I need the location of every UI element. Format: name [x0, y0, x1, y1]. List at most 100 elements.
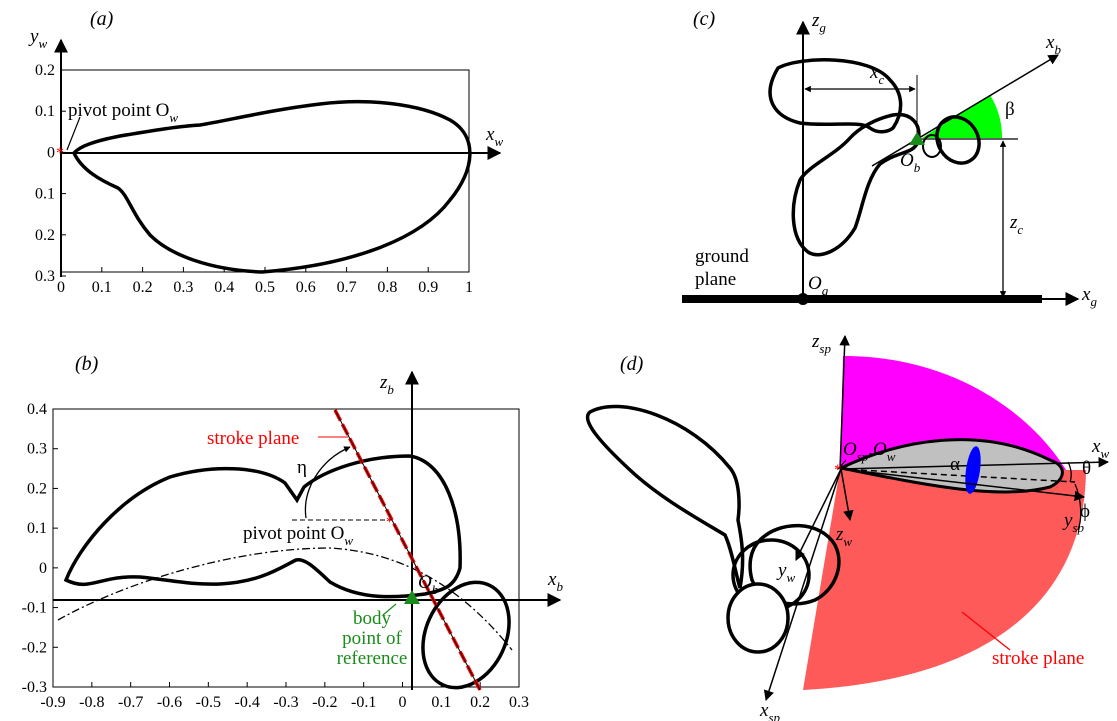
panel-a-y-ticks: 0.20.100.10.20.3 — [35, 62, 66, 285]
panel-c-zg-label: zg — [811, 10, 826, 35]
tick-label: 0.5 — [255, 279, 275, 296]
tick-label: 0.3 — [509, 694, 529, 711]
panel-c: (c) zg xb β xc Ob zc xg Og ground plane — [682, 8, 1097, 309]
tick-label: 0.1 — [431, 694, 451, 711]
panel-d-phi-arc — [1074, 483, 1082, 531]
tick-label: 0 — [47, 144, 55, 161]
panel-b-head-outline — [421, 580, 511, 690]
panel-d-origin-marker: * — [834, 462, 842, 478]
panel-b-stroke-plane-center — [334, 409, 481, 691]
panel-c-beta-label: β — [1005, 99, 1015, 120]
panel-c-og-marker — [797, 293, 809, 305]
panel-d-stroke-plane-sector — [803, 469, 1086, 690]
panel-c-label: (c) — [693, 8, 716, 30]
tick-label: 0.8 — [377, 279, 397, 296]
tick-label: -0.2 — [312, 694, 337, 711]
tick-label: 0.1 — [35, 103, 55, 120]
panel-d-head-outline — [726, 582, 790, 654]
tick-label: -0.9 — [40, 694, 65, 711]
panel-c-ground-plane — [682, 295, 1042, 303]
panel-a-pivot-label: pivot point Ow — [68, 100, 178, 125]
panel-b-z-axis-label: zb — [379, 372, 394, 397]
panel-b-stroke-plane-label: stroke plane — [207, 428, 299, 449]
tick-label: -0.7 — [118, 694, 143, 711]
panel-b-body-ref-line3: reference — [337, 648, 408, 669]
tick-label: 0.2 — [35, 227, 55, 244]
tick-label: 0 — [57, 279, 65, 296]
tick-label: -0.4 — [235, 694, 260, 711]
tick-label: 0 — [399, 694, 407, 711]
tick-label: -0.1 — [22, 600, 47, 617]
panel-a-wing-outline — [71, 99, 472, 274]
tick-label: 0.9 — [418, 279, 438, 296]
panel-a-y-axis-label: yw — [28, 26, 47, 51]
panel-d-origin-label: Osp,Ow — [843, 439, 896, 464]
panel-b-label: (b) — [75, 353, 99, 375]
panel-c-ground-label-line2: plane — [695, 269, 736, 290]
tick-label: 0.2 — [470, 694, 490, 711]
tick-label: 0.4 — [214, 279, 234, 296]
tick-label: 0.1 — [27, 520, 47, 537]
panel-c-wing-outline — [768, 58, 903, 134]
panel-b-pivot-label: pivot point Ow — [243, 523, 353, 548]
tick-label: 0.2 — [133, 279, 153, 296]
tick-label: 0.1 — [35, 186, 55, 203]
panel-d-zsp-label: zsp — [811, 331, 831, 356]
panel-b: (b) zb xb -0.9-0.8-0.7-0.6-0.5-0.4-0.3-0… — [22, 353, 564, 711]
tick-label: 0.3 — [35, 268, 55, 285]
panel-c-og-label: Og — [808, 273, 829, 298]
panel-d-alpha-label: α — [950, 454, 960, 475]
tick-label: 0.6 — [296, 279, 316, 296]
panel-d-stroke-plane-label: stroke plane — [992, 648, 1084, 669]
tick-label: 1 — [465, 279, 473, 296]
panel-b-y-ticks: 0.40.30.20.10-0.1-0.2-0.3 — [22, 401, 58, 696]
panel-c-xc-label: xc — [869, 62, 884, 87]
tick-label: 0 — [39, 560, 47, 577]
tick-label: 0.1 — [92, 279, 112, 296]
tick-label: -0.5 — [196, 694, 221, 711]
tick-label: -0.2 — [22, 639, 47, 656]
panel-b-eta-label: η — [297, 457, 307, 478]
panel-d-alpha-marker — [965, 446, 981, 494]
tick-label: 0.2 — [27, 480, 47, 497]
panel-c-xg-label: xg — [1081, 284, 1097, 309]
panel-c-ob-marker — [909, 132, 925, 145]
tick-label: 0.3 — [27, 441, 47, 458]
panel-b-stroke-path — [57, 547, 513, 651]
tick-label: 0.7 — [337, 279, 357, 296]
panel-d-stroke-plane-leader — [961, 611, 1011, 651]
panel-d-projection-line — [840, 468, 1076, 483]
panel-b-x-axis-label: xb — [547, 569, 563, 594]
panel-b-body-ref-line1: body — [353, 608, 392, 629]
panel-c-xb-axis — [871, 54, 1059, 167]
panel-d-xw-label: xw — [1091, 436, 1109, 461]
panel-d-yw-label: yw — [776, 560, 795, 585]
panel-d-phi-label: ϕ — [1080, 501, 1090, 522]
tick-label: -0.1 — [351, 694, 376, 711]
panel-d-xsp-axis — [763, 468, 842, 701]
panel-a-pivot-leader — [66, 116, 81, 151]
panel-c-eye-outline — [922, 134, 942, 158]
panel-d-ysp-label: ysp — [1062, 510, 1084, 535]
panel-d-zw-label: zw — [835, 524, 852, 549]
tick-label: -0.3 — [273, 694, 298, 711]
tick-label: -0.8 — [79, 694, 104, 711]
panel-d-xsp-label: xsp — [759, 700, 780, 721]
panel-b-body-outline — [63, 454, 462, 599]
tick-label: 0.3 — [173, 279, 193, 296]
panel-b-frame — [52, 408, 520, 688]
panel-b-body-reference-marker — [404, 590, 420, 604]
panel-d-origin-leader — [839, 459, 847, 468]
panel-b-pivot-marker: * — [386, 515, 393, 530]
panel-d-zsp-axis — [839, 334, 850, 470]
panel-a-pivot-marker: * — [56, 145, 64, 162]
tick-label: 0.4 — [27, 401, 47, 418]
panel-d-ysp-axis — [840, 468, 1086, 502]
panel-a-x-ticks: 0 0.1 0.2 0.3 0.4 0.5 0.6 0.7 0.8 0.9 1 — [57, 267, 473, 296]
panel-d-theta-arc — [1067, 461, 1072, 483]
panel-c-xb-label: xb — [1045, 32, 1061, 57]
panel-d-body-outline — [748, 523, 841, 606]
